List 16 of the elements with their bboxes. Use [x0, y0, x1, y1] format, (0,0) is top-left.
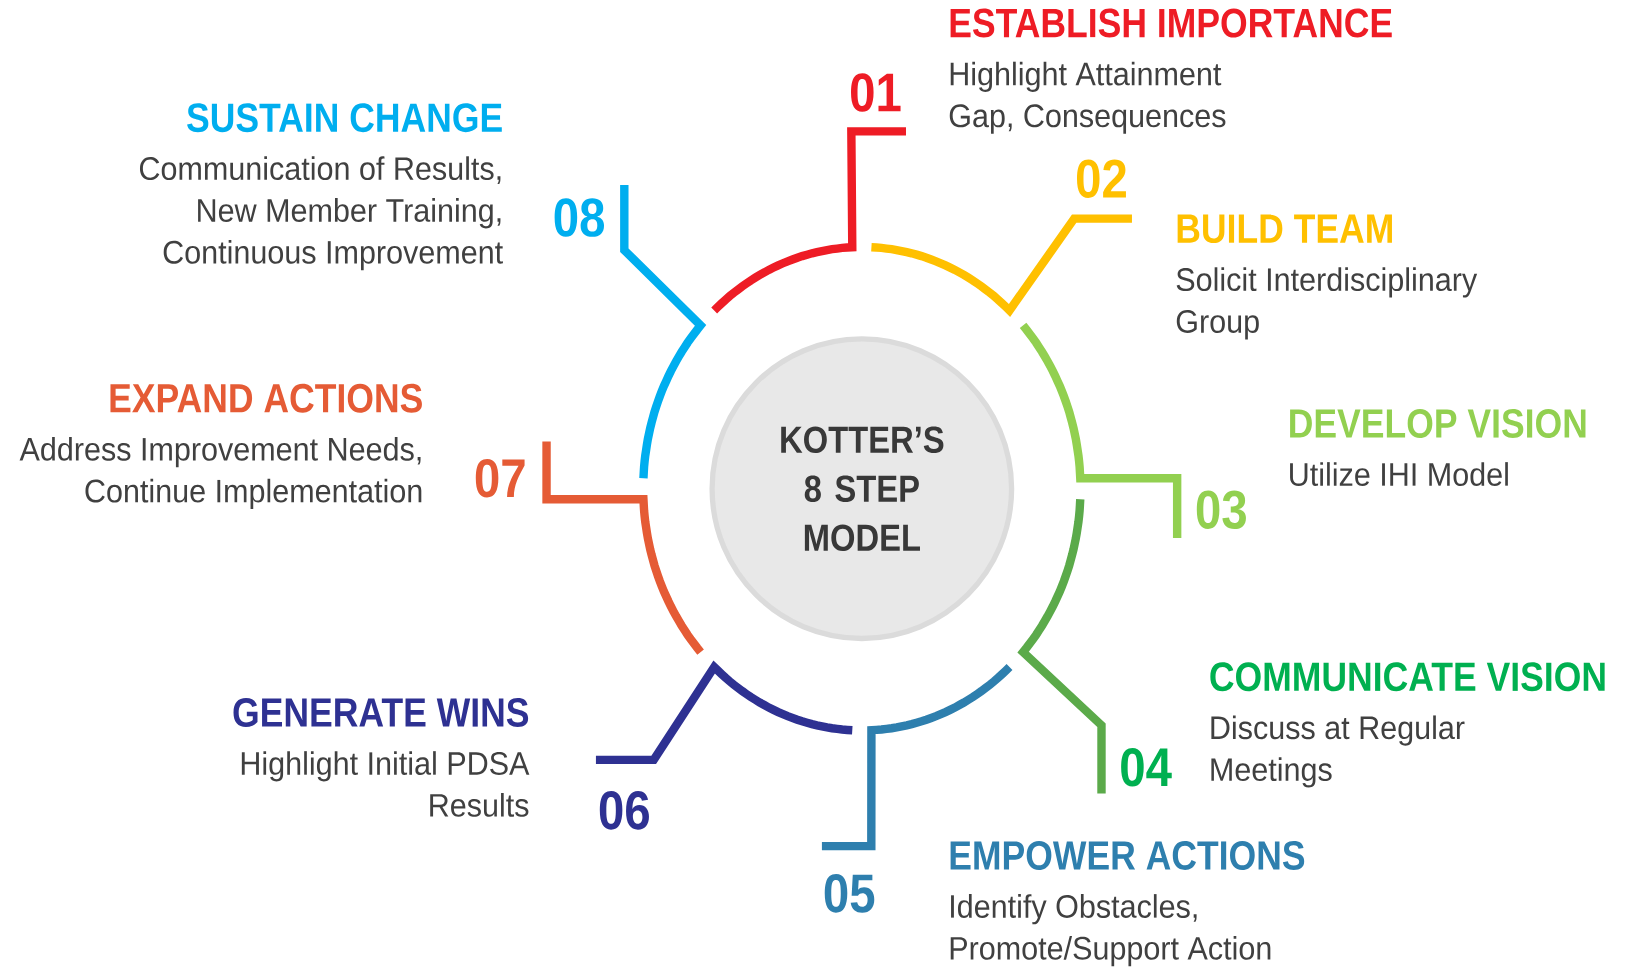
step-label: COMMUNICATE VISION Discuss at Regular Meetings	[1210, 662, 1605, 788]
step-number: 01	[851, 73, 901, 112]
step-label: ESTABLISH IMPORTANCE Highlight Attainment Gap, Consequences	[949, 8, 1392, 134]
step-label: EMPOWER ACTIONS Identify Obstacles, Promote/Support Action	[950, 841, 1305, 967]
step-label: BUILD TEAM Solicit Interdisciplinary Group	[1176, 214, 1478, 340]
step-label: SUSTAIN CHANGE Communication of Results, New Member Training, Continuous Improvement	[140, 103, 503, 271]
step-number: 08	[554, 198, 604, 238]
step-number: 06	[599, 791, 649, 830]
step-label: GENERATE WINS Highlight Initial PDSA Results	[233, 698, 530, 818]
step-number: 05	[824, 874, 875, 913]
step-number: 03	[1196, 490, 1246, 530]
step-number: 04	[1121, 748, 1172, 787]
step-number: 07	[475, 459, 525, 498]
step-number: 02	[1077, 159, 1126, 199]
step-label: DEVELOP VISION Utilize IHI Model	[1290, 409, 1586, 487]
step-label: EXPAND ACTIONS Address Improvement Needs, Continue Implementation	[19, 384, 422, 510]
